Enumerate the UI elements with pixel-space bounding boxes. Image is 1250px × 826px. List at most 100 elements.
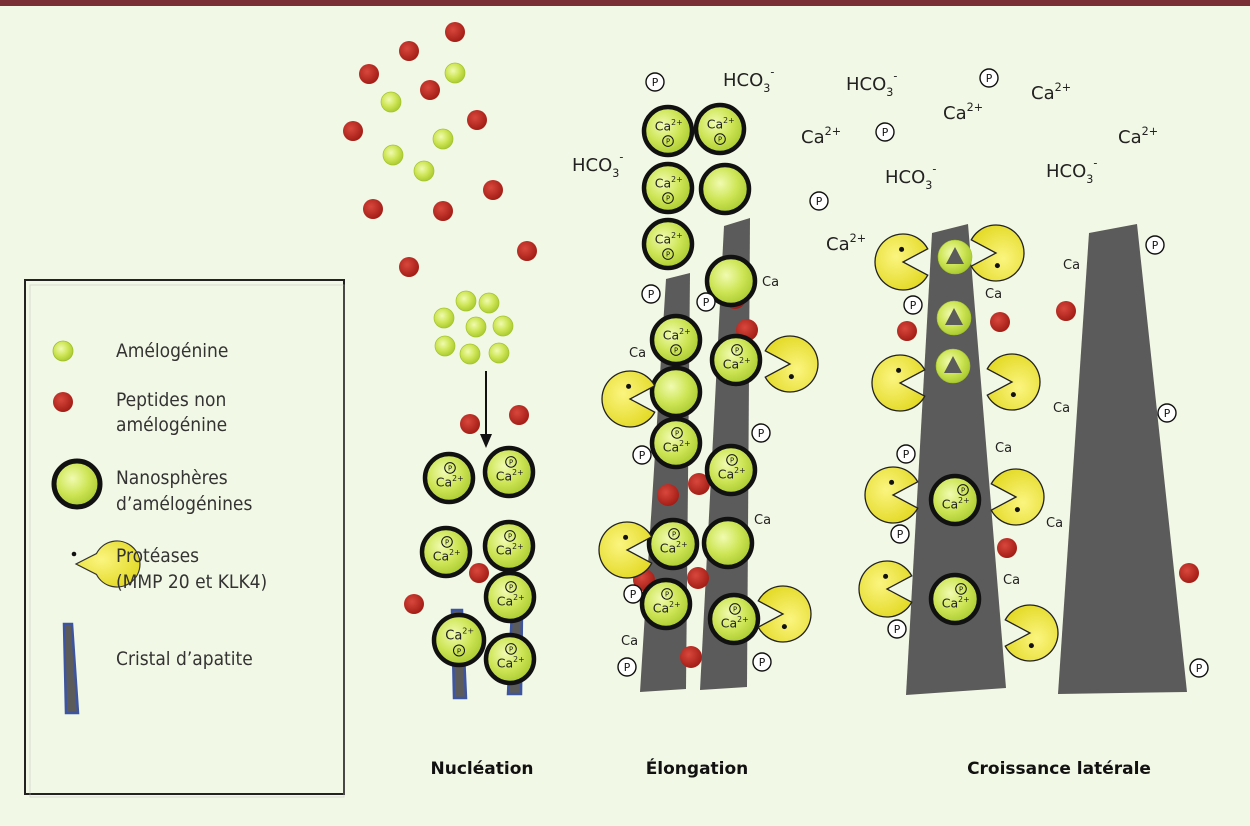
phosphate-icon: P: [623, 584, 643, 604]
amelogenin-ball: [478, 292, 500, 314]
legend-crystal: Cristal d’apatite: [62, 622, 253, 715]
phosphate-icon: P: [890, 524, 910, 544]
svg-text:P: P: [1164, 407, 1171, 420]
bicarbonate-label: HCO3-: [885, 163, 936, 192]
calcium-label: Ca: [754, 513, 771, 528]
peptide-ball: [990, 312, 1010, 332]
protease-eye-icon: [71, 551, 77, 557]
calcium-label: Ca: [1003, 573, 1020, 588]
peptide-icon: [53, 392, 73, 412]
svg-text:P: P: [910, 299, 917, 312]
calcium-label: Ca: [629, 346, 646, 361]
phosphate-icon: P: [645, 72, 665, 92]
amelogenin-icon: [52, 340, 74, 362]
svg-text:P: P: [666, 138, 670, 146]
svg-text:P: P: [733, 606, 737, 614]
svg-text:P: P: [672, 531, 676, 539]
calcium-ion-label: Ca2+: [943, 101, 983, 124]
peptide-ball: [483, 180, 503, 200]
peptide-ball: [897, 321, 917, 341]
svg-text:P: P: [652, 76, 659, 89]
svg-text:P: P: [759, 656, 766, 669]
phosphate-icon: P: [979, 68, 999, 88]
peptide-ball: [399, 257, 419, 277]
peptide-ball: [517, 241, 537, 261]
amelogenin-ball: [380, 91, 402, 113]
nanosphere: Ca2+P: [641, 104, 695, 158]
peptide-ball: [363, 199, 383, 219]
bicarbonate-label: HCO3-: [846, 70, 897, 99]
svg-text:P: P: [457, 647, 461, 655]
calcium-label: Ca: [985, 287, 1002, 302]
svg-text:P: P: [508, 533, 512, 541]
stage-elongation-label: Élongation: [646, 757, 749, 779]
svg-text:P: P: [882, 126, 889, 139]
svg-text:P: P: [986, 72, 993, 85]
amelogenin-ball: [413, 160, 435, 182]
lateral-crystal: [1058, 224, 1187, 694]
calcium-ion-label: Ca2+: [826, 232, 866, 255]
legend-nanospheres-label-2: d’amélogénines: [116, 493, 252, 515]
svg-text:P: P: [648, 288, 655, 301]
nanosphere: [704, 254, 758, 308]
phosphate-icon: P: [1157, 403, 1177, 423]
nanosphere: Ca2+P: [693, 102, 747, 156]
legend-peptides-label-1: Peptides non: [116, 389, 226, 411]
phosphate-icon: P: [896, 444, 916, 464]
amelogenin-ball: [459, 343, 481, 365]
svg-text:P: P: [735, 347, 739, 355]
svg-text:P: P: [758, 427, 765, 440]
svg-text:P: P: [816, 195, 823, 208]
peptide-ball: [469, 563, 489, 583]
peptide-ball: [420, 80, 440, 100]
stage-lateral-growth-label: Croissance latérale: [967, 759, 1151, 779]
peptide-ball: [657, 484, 679, 506]
legend-nanospheres: Nanosphères d’amélogénines: [51, 458, 252, 515]
svg-text:P: P: [666, 251, 670, 259]
svg-text:P: P: [445, 539, 449, 547]
phosphate-icon: P: [632, 445, 652, 465]
svg-text:P: P: [665, 591, 669, 599]
protease-icon: [74, 540, 141, 588]
protease: [871, 354, 926, 412]
peptide-ball: [1056, 301, 1076, 321]
svg-text:P: P: [624, 661, 631, 674]
amelogenin-ball: [444, 62, 466, 84]
amelogenin-ball: [492, 315, 514, 337]
protease: [970, 224, 1025, 282]
amelogenin-ball: [434, 335, 456, 357]
legend-proteases-label-2: (MMP 20 et KLK4): [116, 571, 267, 593]
svg-text:P: P: [674, 347, 678, 355]
legend-box: [24, 279, 345, 798]
phosphate-icon: P: [641, 284, 661, 304]
peptide-ball: [467, 110, 487, 130]
svg-text:P: P: [509, 584, 513, 592]
arrow-head-icon: [480, 434, 492, 448]
nanosphere: Ca2+P: [641, 217, 695, 271]
svg-text:P: P: [509, 646, 513, 654]
protease: [601, 370, 656, 428]
legend-peptides: Peptides non amélogénine: [53, 389, 227, 436]
stage-nucleation-label: Nucléation: [431, 759, 534, 779]
amelogenin-ball: [488, 342, 510, 364]
nanosphere: [701, 516, 755, 570]
phosphate-icon: P: [875, 122, 895, 142]
peptide-ball: [509, 405, 529, 425]
calcium-ion-label: Ca2+: [1031, 81, 1071, 104]
nanosphere: [698, 162, 752, 216]
degraded-amelogenin: [937, 239, 973, 275]
phosphate-icon: P: [903, 295, 923, 315]
calcium-label: Ca: [1053, 401, 1070, 416]
